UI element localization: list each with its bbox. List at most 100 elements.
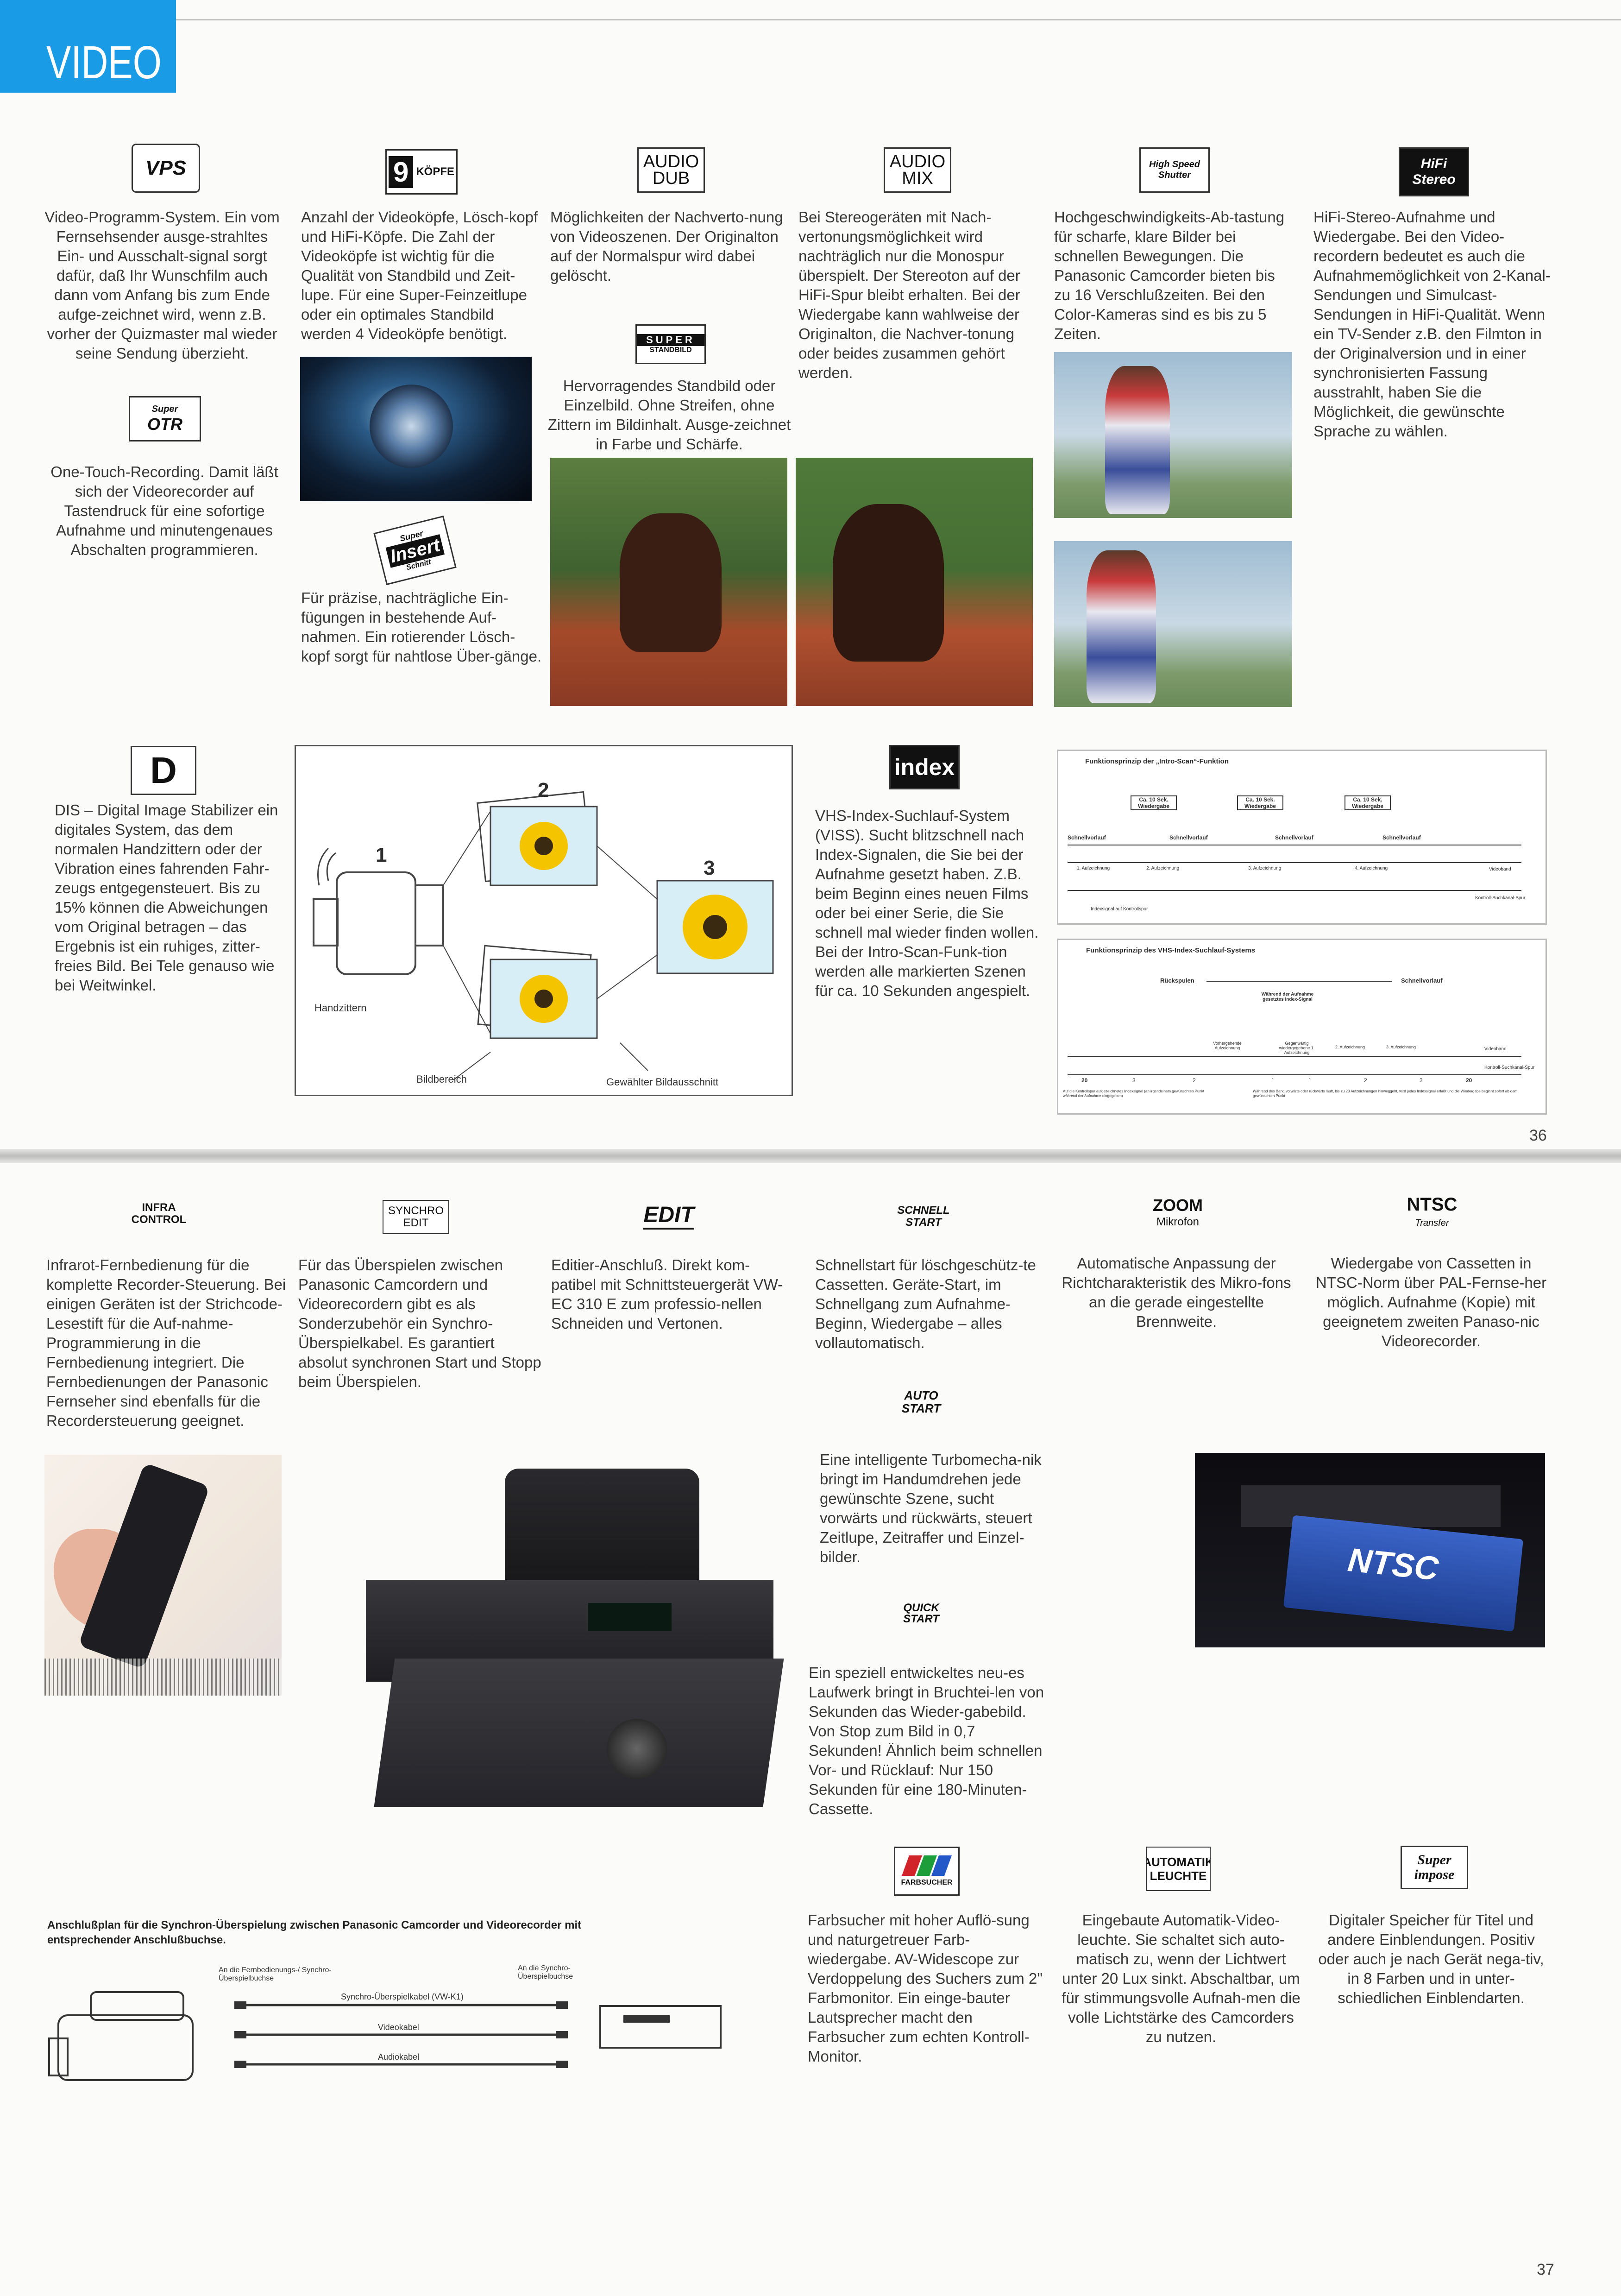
zoom-text: Automatische Anpassung der Richtcharakte… [1062, 1255, 1291, 1330]
insert-text: Für präzise, nachträgliche Ein-fügungen … [301, 589, 542, 665]
header-blue-bar [0, 0, 176, 93]
sprinter-photo-left [550, 458, 787, 706]
standbild-logo: SUPER STANDBILD [635, 324, 706, 364]
dis-logo: D [131, 746, 196, 795]
otr-text: One-Touch-Recording. Damit läßt sich der… [50, 463, 278, 558]
auto-logo: AUTO START [901, 1388, 941, 1415]
index-rec-3: 3. Aufzeichnung [1248, 866, 1282, 871]
index-num-4: 1 [1271, 1077, 1275, 1084]
page-gap [0, 1149, 1621, 1163]
index-foot-left: Auf die Kontrollspur aufgezeichnetes Ind… [1063, 1089, 1205, 1098]
leuchte-logo: AUTOMATIK LEUCHTE [1146, 1847, 1211, 1891]
index-rec-2: 2. Aufzeichnung [1146, 866, 1180, 871]
index-lower-4: 3. Aufzeichnung [1386, 1045, 1416, 1049]
index-num-3: 2 [1193, 1077, 1196, 1084]
impose-text: Digitaler Speicher für Titel und andere … [1318, 1911, 1544, 2006]
shutter-logo: High Speed Shutter [1139, 147, 1210, 193]
dis-label-ausschnitt: Gewählter Bildausschnitt [606, 1076, 719, 1088]
cable-2-label: Videokabel [378, 2023, 419, 2032]
cable-diagram: An die Fernbedienungs-/ Synchro-Überspie… [44, 1960, 730, 2103]
dis-num-1: 1 [376, 844, 387, 866]
farbsucher-logo: FARBSUCHER [894, 1847, 960, 1896]
impose-logo: Super impose [1401, 1846, 1468, 1889]
index-box-2: Ca. 10 Sek. Wiedergabe [1237, 795, 1283, 810]
cable-diagram-title: Anschlußplan für die Synchron-Überspielu… [47, 1919, 582, 1946]
sprinter-photo-right [796, 458, 1033, 706]
remote-photo [44, 1455, 282, 1696]
index-rueck: Rückspulen [1160, 977, 1194, 984]
ntsc-text: Wiedergabe von Cassetten in NTSC-Norm üb… [1315, 1255, 1547, 1350]
index-signal-label: Indexsignal auf Kontrollspur [1091, 907, 1148, 912]
vps-logo: VPS [132, 144, 200, 193]
shutter-text: Hochgeschwindigkeits-Ab-tastung für scha… [1054, 208, 1285, 342]
schnell-text: Schnellstart für löschgeschütz-te Casset… [815, 1256, 1036, 1351]
index-logo: index [889, 745, 960, 789]
audio-dub-text: Möglichkeiten der Nachverto-nung von Vid… [550, 208, 783, 284]
synchro-logo: SYNCHRO EDIT [383, 1200, 449, 1234]
dis-label-handzittern: Handzittern [314, 1002, 367, 1014]
dis-num-3: 3 [704, 857, 715, 879]
hifi-logo: HiFi Stereo [1399, 147, 1469, 196]
batter-photo-bottom [1054, 541, 1292, 707]
index-diagram-top: Funktionsprinzip der „Intro-Scan“-Funkti… [1057, 750, 1547, 925]
quick-logo: QUICK START [903, 1602, 939, 1625]
cable-left-label: An die Fernbedienungs-/ Synchro-Überspie… [219, 1966, 332, 1982]
dis-label-bildbereich: Bildbereich [416, 1073, 467, 1085]
index-lower-2: Gegenwärtig wiedergegebene 1. Aufzeichnu… [1279, 1041, 1315, 1055]
koepfe-text: Anzahl der Videoköpfe, Lösch-kopf und Hi… [301, 208, 538, 342]
index-box-3: Ca. 10 Sek. Wiedergabe [1345, 795, 1391, 810]
page-number-top: 36 [1529, 1127, 1547, 1144]
audio-mix-text: Bei Stereogeräten mit Nach-vertonungsmög… [798, 208, 1020, 381]
index-num-6: 2 [1364, 1077, 1367, 1084]
index-diagram-bottom: Funktionsprinzip des VHS-Index-Suchlauf-… [1057, 939, 1547, 1115]
dis-text: DIS – Digital Image Stabilizer ein digit… [55, 801, 278, 994]
index-num-7: 3 [1420, 1077, 1423, 1084]
index-box-1: Ca. 10 Sek. Wiedergabe [1131, 795, 1177, 810]
farbsucher-text: Farbsucher mit hoher Auflö-sung und natu… [808, 1911, 1043, 2065]
index-num-2: 3 [1132, 1077, 1136, 1084]
schnell-logo: SCHNELL START [897, 1204, 950, 1229]
audio-mix-logo: AUDIO MIX [884, 147, 951, 193]
cable-right-label: An die Synchro-Überspielbuchse [518, 1964, 573, 1981]
dis-num-2: 2 [538, 779, 549, 801]
index-videoband-2: Videoband [1484, 1047, 1507, 1052]
infra-logo: INFRA CONTROL [131, 1201, 187, 1226]
index-diagram-title1: Funktionsprinzip der „Intro-Scan“-Funkti… [1085, 757, 1229, 765]
index-diagram-title2: Funktionsprinzip des VHS-Index-Suchlauf-… [1086, 946, 1256, 954]
video-heads-photo [300, 357, 532, 501]
edit-text: Editier-Anschluß. Direkt kom-patibel mit… [551, 1256, 783, 1332]
cable-1-label: Synchro-Überspielkabel (VW-K1) [341, 1992, 464, 2001]
dis-diagram: 1 2 3 Handzittern Bildbereich Gewählter … [295, 745, 793, 1096]
index-kontroll-2: Kontroll-Suchkanal-Spur [1484, 1065, 1535, 1070]
index-row-1: Schnellvorlauf [1068, 834, 1106, 841]
index-num-8: 20 [1466, 1077, 1472, 1084]
index-row-3: Schnellvorlauf [1275, 834, 1313, 841]
vps-text: Video-Programm-System. Ein vom Fernsehse… [44, 208, 280, 362]
index-kontroll: Kontroll-Suchkanal-Spur [1475, 896, 1526, 901]
auto-text: Eine intelligente Turbomecha-nik bringt … [820, 1451, 1042, 1565]
index-lower-3: 2. Aufzeichnung [1335, 1045, 1365, 1049]
index-num-5: 1 [1308, 1077, 1312, 1084]
leuchte-text: Eingebaute Automatik-Video-leuchte. Sie … [1062, 1911, 1301, 2045]
synchro-text: Für das Überspielen zwischen Panasonic C… [298, 1256, 541, 1390]
page-number-bottom: 37 [1537, 2261, 1554, 2278]
index-num-1: 20 [1081, 1077, 1088, 1084]
quick-text: Ein speziell entwickeltes neu-es Laufwer… [809, 1664, 1044, 1817]
index-foot-right: Während des Band vorwärts oder rückwärts… [1253, 1089, 1518, 1098]
index-mid: Während der Aufnahme gesetztes Index-Sig… [1261, 992, 1314, 1002]
recorder-camcorder-photo [366, 1459, 787, 1816]
index-lower-1: Vorhergehende Aufzeichnung [1213, 1041, 1242, 1050]
index-rec-4: 4. Aufzeichnung [1355, 866, 1388, 871]
infra-text: Infrarot-Fernbedienung für die komplette… [46, 1256, 286, 1429]
batter-photo-top [1054, 352, 1292, 518]
index-videoband: Videoband [1489, 867, 1511, 872]
index-row-4: Schnellvorlauf [1382, 834, 1421, 841]
standbild-text: Hervorragendes Standbild oder Einzelbild… [547, 377, 791, 453]
audio-dub-logo: AUDIO DUB [637, 147, 705, 193]
ntsc-cassette-photo: NTSC [1195, 1453, 1545, 1647]
